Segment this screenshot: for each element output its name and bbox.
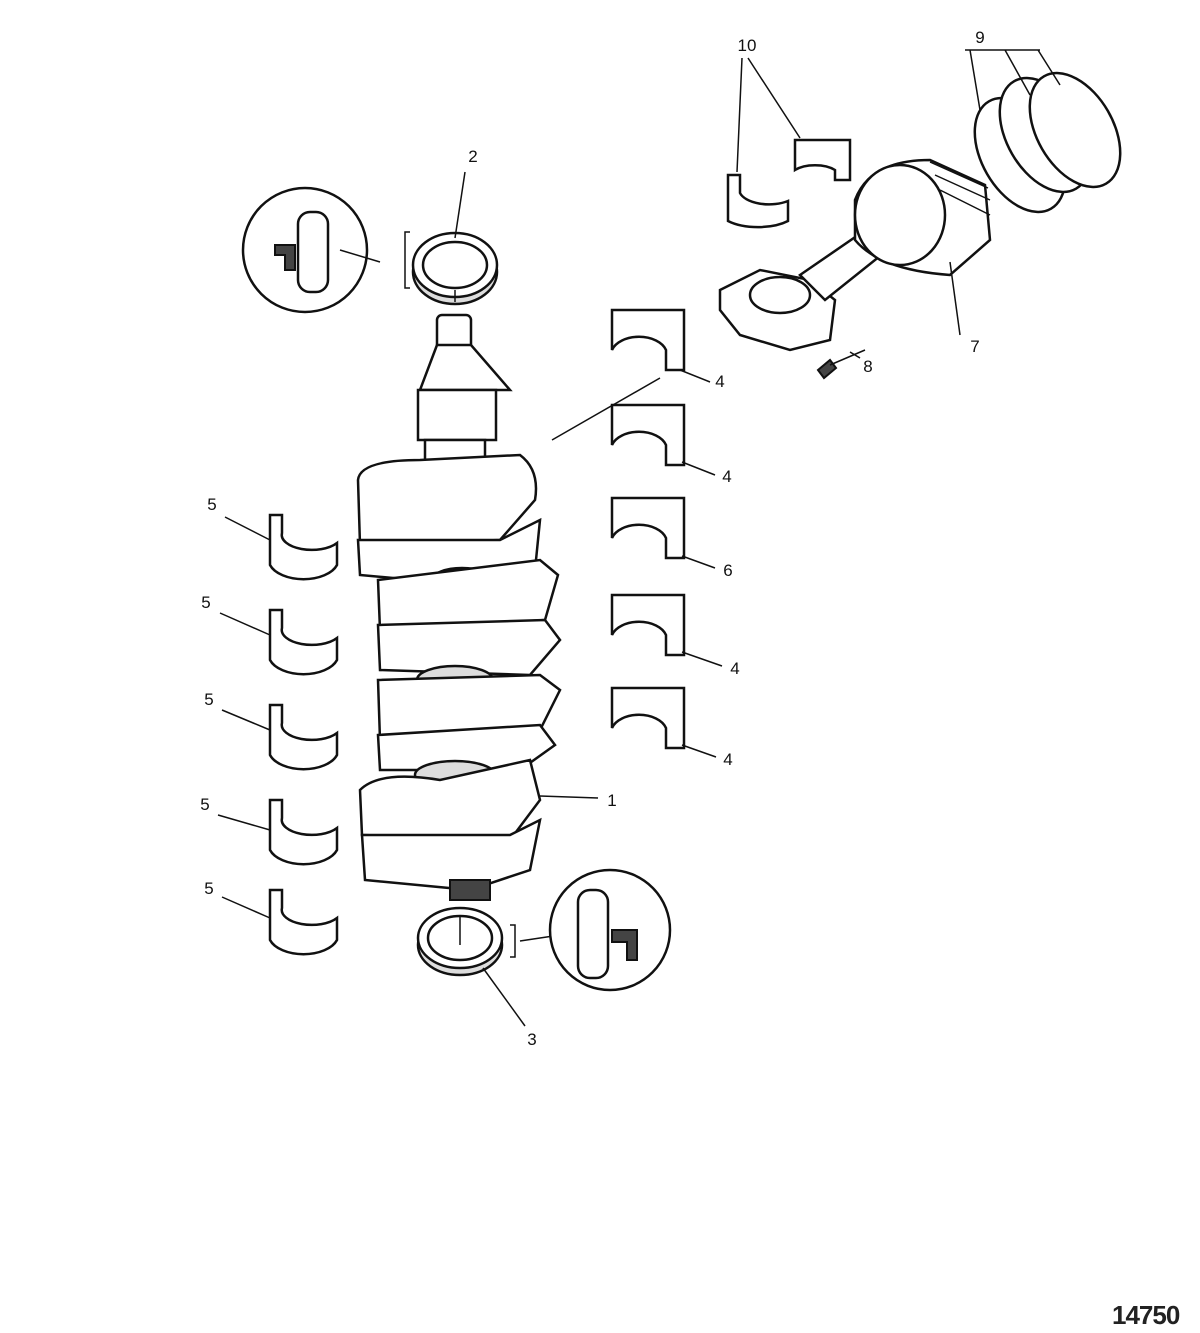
rod-bearings	[726, 138, 852, 229]
callout-crankshaft: 1	[607, 791, 617, 810]
callout-piston-rings: 9	[975, 28, 985, 47]
leader-lines	[217, 49, 1061, 1027]
seal-detail-bottom	[548, 868, 672, 992]
callout-main-bearing: 4	[723, 750, 733, 769]
piston-connecting-rod	[718, 158, 992, 352]
figure-number: 14750	[1112, 1300, 1180, 1330]
callout-lower-bearing: 5	[201, 593, 211, 612]
seal-detail-top	[241, 186, 410, 314]
callout-main-bearing: 4	[730, 659, 740, 678]
callout-lower-bearing: 5	[207, 495, 217, 514]
callout-lower-bearing: 5	[204, 690, 214, 709]
callout-lower-seal: 3	[527, 1030, 537, 1049]
callout-piston-rod: 7	[970, 337, 980, 356]
upper-main-bearings	[610, 308, 686, 750]
callout-main-bearing: 4	[715, 372, 725, 391]
lower-main-bearings	[268, 513, 339, 956]
rod-bolt	[816, 349, 866, 380]
callout-rod-bearings: 10	[737, 36, 757, 55]
crankshaft	[356, 313, 562, 901]
callout-thrust-bearing: 6	[723, 561, 733, 580]
callout-lower-bearing: 5	[204, 879, 214, 898]
upper-seal	[411, 231, 499, 306]
piston-rings	[973, 71, 1122, 214]
callout-upper-seal: 2	[468, 147, 478, 166]
callout-rod-bolt: 8	[863, 357, 873, 376]
callout-main-bearing: 4	[722, 467, 732, 486]
callout-lower-bearing: 5	[200, 795, 210, 814]
lower-seal	[416, 906, 561, 977]
